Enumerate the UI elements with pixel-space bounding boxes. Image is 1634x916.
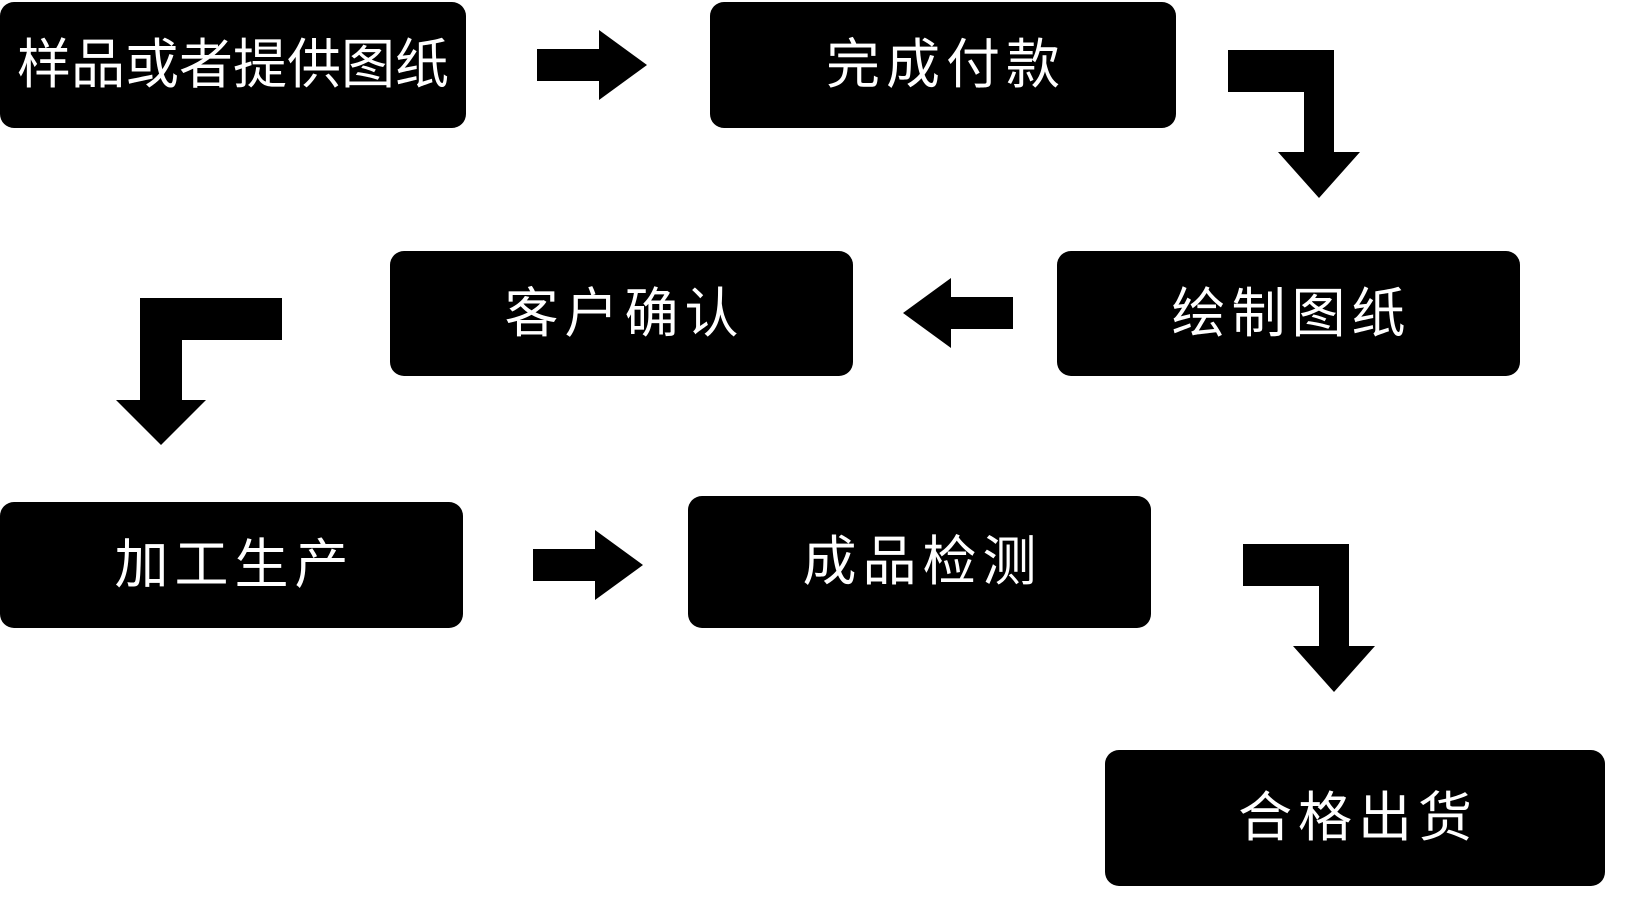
arrow-right-icon-c1 — [537, 30, 647, 100]
arrow-right-icon-c5 — [533, 530, 643, 600]
arrow-elbow-right-down-icon-c2 — [1228, 40, 1380, 198]
node-qualified-ship-label: 合格出货 — [1238, 786, 1478, 849]
node-qualified-ship[interactable]: 合格出货 — [1105, 750, 1605, 886]
node-final-inspection-label: 成品检测 — [802, 530, 1043, 593]
node-final-inspection[interactable]: 成品检测 — [688, 496, 1151, 628]
node-customer-confirm-label: 客户确认 — [504, 281, 745, 345]
node-production[interactable]: 加工生产 — [0, 502, 463, 628]
node-draw-drawing-label: 绘制图纸 — [1171, 281, 1412, 345]
arrow-elbow-left-down-icon-c4 — [110, 288, 282, 445]
node-draw-drawing[interactable]: 绘制图纸 — [1057, 251, 1520, 376]
node-customer-confirm[interactable]: 客户确认 — [390, 251, 853, 376]
arrow-left-icon-c3 — [903, 278, 1013, 348]
node-sample-drawing-label: 样品或者提供图纸 — [17, 33, 449, 96]
arrow-elbow-right-down-icon-c6 — [1243, 534, 1395, 692]
node-complete-payment-label: 完成付款 — [826, 33, 1066, 96]
node-production-label: 加工生产 — [114, 533, 355, 596]
node-sample-drawing[interactable]: 样品或者提供图纸 — [0, 2, 466, 128]
node-complete-payment[interactable]: 完成付款 — [710, 2, 1176, 128]
